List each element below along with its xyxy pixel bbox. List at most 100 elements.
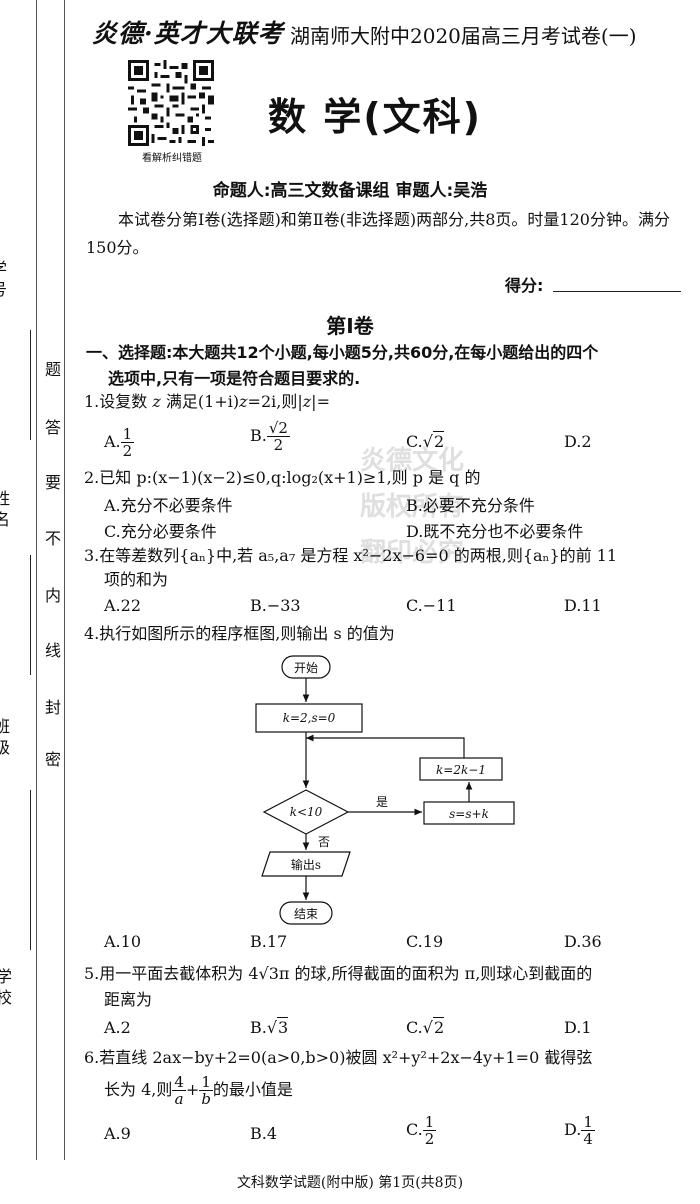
denominator: a: [174, 1090, 184, 1108]
exam-instructions: 本试卷分第Ⅰ卷(选择题)和第Ⅱ卷(非选择题)两部分,共8页。时量120分钟。满分…: [86, 210, 670, 257]
option-label: D.: [564, 1120, 582, 1139]
brand-title: 炎德·英才大联考: [92, 19, 284, 48]
q3-option-a[interactable]: A.22: [104, 596, 141, 615]
field-name: 姓 名: [0, 490, 10, 528]
field-school: 学 校: [0, 968, 12, 1006]
q6-text: 长为 4,则: [104, 1080, 173, 1099]
q4-option-a[interactable]: A.10: [104, 932, 141, 951]
radicand: 2: [432, 431, 445, 451]
q5-option-d[interactable]: D.1: [564, 1018, 592, 1037]
denominator: 2: [122, 442, 133, 460]
option-label: B.: [250, 1018, 267, 1037]
q5-option-b[interactable]: B.√3: [250, 1017, 289, 1037]
numerator: 1: [581, 1113, 595, 1131]
q1-text: 满足(1+i): [165, 392, 240, 411]
seal-char: 要: [44, 473, 61, 492]
q2-option-a[interactable]: A.充分不必要条件: [104, 496, 233, 515]
question-3: 3.在等差数列{aₙ}中,若 a₅,a₇ 是方程 x²−2x−6=0 的两根,则…: [84, 546, 618, 565]
option-label: C.: [406, 1018, 423, 1037]
numerator: 1: [120, 425, 135, 443]
radicand: 2: [432, 1017, 445, 1037]
watermark-line: 翻印必究: [359, 538, 464, 568]
plus-sign: +: [185, 1080, 200, 1099]
q2-option-b[interactable]: B.必要不充分条件: [406, 496, 535, 515]
q6-option-b[interactable]: B.4: [250, 1124, 278, 1143]
score-blank[interactable]: [553, 291, 681, 292]
score-label: 得分:: [505, 276, 544, 295]
q4-option-c[interactable]: C.19: [406, 932, 444, 951]
denominator: 4: [583, 1130, 593, 1148]
question-1: 1.设复数 z 满足(1+i)z=2i,则|z|=: [84, 392, 330, 411]
question-6: 6.若直线 2ax−by+2=0(a>0,b>0)被圆 x²+y²+2x−4y+…: [84, 1048, 593, 1067]
q4-option-b[interactable]: B.17: [250, 932, 288, 951]
field-class: 班 级: [0, 718, 10, 756]
q3-option-d[interactable]: D.11: [564, 596, 602, 615]
numerator: 4: [172, 1073, 186, 1091]
q3-option-c[interactable]: C.−11: [406, 596, 457, 615]
q1-option-d[interactable]: D.2: [564, 432, 592, 451]
q6-text: 的最小值是: [212, 1080, 293, 1099]
question-5-cont: 距离为: [104, 990, 153, 1009]
flowchart-update-s-label: s=s+k: [449, 807, 489, 821]
flowchart-end-label: 结束: [294, 907, 318, 921]
field-line: [30, 330, 31, 440]
seal-char: 内: [44, 586, 61, 605]
q2-option-c[interactable]: C.充分必要条件: [104, 522, 217, 541]
q5-option-a[interactable]: A.2: [104, 1018, 131, 1037]
numerator: √2: [266, 419, 290, 437]
seal-char: 题: [44, 360, 61, 379]
flowchart-loop-arrow: [306, 734, 465, 758]
seal-char: 不: [44, 529, 61, 548]
question-2: 2.已知 p:(x−1)(x−2)≤0,q:log₂(x+1)≥1,则 p 是 …: [84, 468, 481, 487]
flowchart-init-label: k=2,s=0: [283, 711, 336, 725]
flowchart-update-k-label: k=2k−1: [436, 763, 486, 777]
qr-code-icon[interactable]: [128, 60, 214, 146]
q1-text: =2i,则|: [247, 392, 303, 411]
flowchart-init-node: [255, 703, 363, 733]
option-label: A.: [104, 432, 121, 451]
flowchart-decision-label: k<10: [290, 805, 323, 819]
q1-text: |=: [311, 392, 330, 411]
question-4: 4.执行如图所示的程序框图,则输出 s 的值为: [84, 624, 395, 643]
q1-text: 1.设复数: [84, 392, 148, 411]
option-value: 2: [581, 432, 592, 451]
denominator: b: [201, 1090, 211, 1108]
q3-option-b[interactable]: B.−33: [250, 596, 301, 615]
denominator: 2: [424, 1130, 435, 1148]
binding-line-outer: [36, 0, 37, 1160]
flowchart-yes-label: 是: [376, 795, 388, 809]
seal-char: 密: [44, 750, 61, 769]
binding-line-inner: [64, 0, 65, 1160]
option-label: B.: [250, 426, 267, 445]
flowchart-update-k-node: [419, 757, 503, 781]
flowchart-output-node: [261, 851, 351, 877]
seal-char: 封: [44, 698, 61, 717]
option-label: C.: [406, 432, 423, 451]
q5-option-c[interactable]: C.√2: [406, 1017, 445, 1037]
question-5: 5.用一平面去截体积为 4√3π 的球,所得截面的面积为 π,则球心到截面的: [84, 964, 593, 983]
q1-option-c[interactable]: C.√2: [406, 431, 445, 451]
numerator: 1: [422, 1113, 437, 1131]
flowchart-start-label: 开始: [294, 661, 318, 675]
copyright-watermark: 炎德文化 版权所有 翻印必究: [348, 438, 476, 598]
flowchart: 开始 k=2,s=0 k<10 是 s=s+k k=2k−1 否 输出s 结束: [255, 655, 515, 925]
flowchart-end-node: [279, 901, 333, 925]
q4-option-d[interactable]: D.36: [564, 932, 602, 951]
denominator: 2: [273, 436, 284, 454]
author-line: 命题人:高三文数备课组 审题人:吴浩: [212, 181, 488, 201]
q2-option-d[interactable]: D.既不充分也不必要条件: [406, 522, 584, 541]
section-line-1: 一、选择题:本大题共12个小题,每小题5分,共60分,在每小题给出的四个: [86, 343, 599, 362]
seal-char: 线: [44, 641, 61, 660]
q6-option-a[interactable]: A.9: [104, 1124, 131, 1143]
seal-char: 答: [44, 418, 61, 437]
